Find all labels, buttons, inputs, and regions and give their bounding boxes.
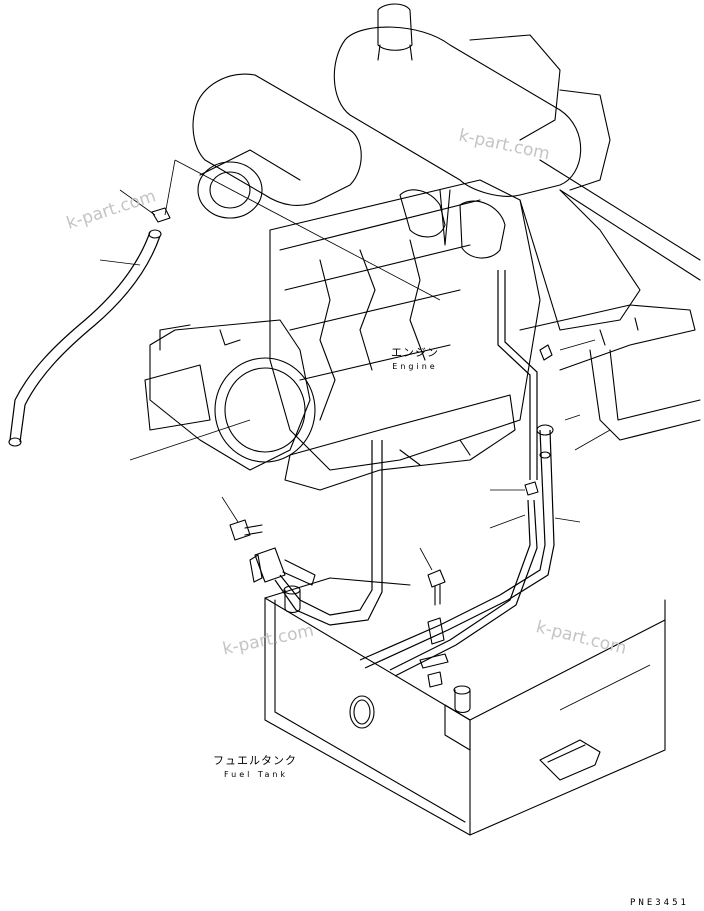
spare-fuel-hose (8, 189, 171, 447)
fuel-tank-label-jp: フュエルタンク (213, 754, 297, 767)
engine-label-en: Engine (392, 362, 438, 371)
engine-label-jp: エンジン (391, 346, 439, 359)
fuel-lines (274, 270, 611, 677)
fuel-tank-label-en: Fuel Tank (223, 770, 289, 779)
fuel-tank-outline (264, 577, 666, 836)
drawing-code: PNE3451 (630, 898, 689, 908)
engine-outline (129, 3, 701, 491)
bolts-fittings (221, 496, 449, 688)
